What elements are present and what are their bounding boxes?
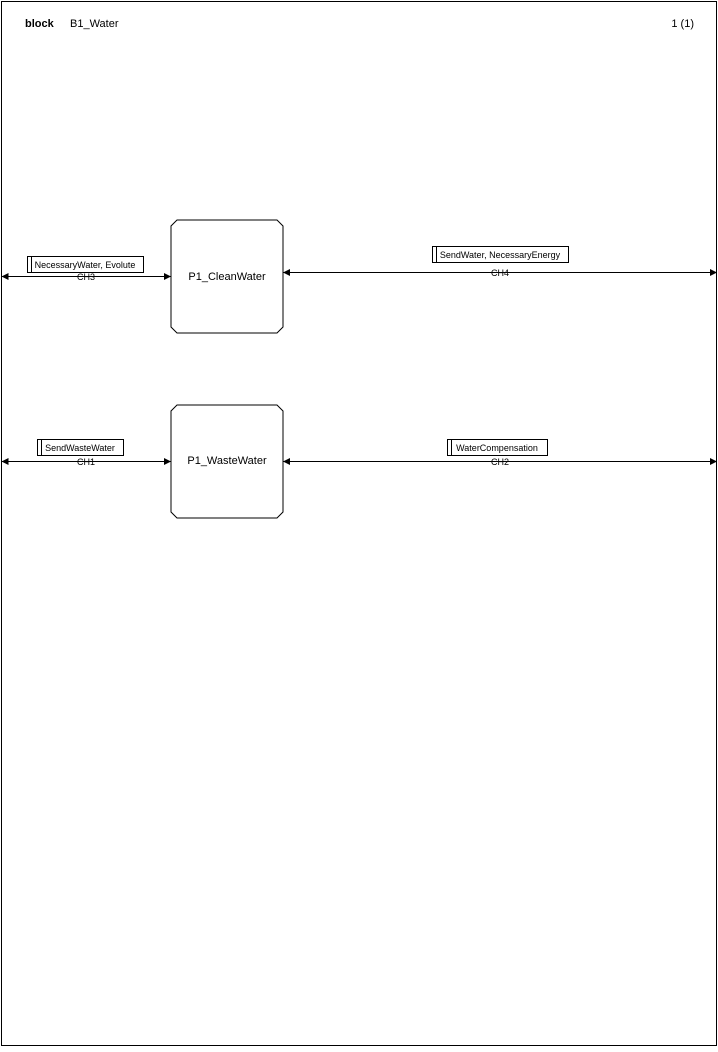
page-indicator: 1 (1) xyxy=(671,18,694,30)
channel-ch3[interactable]: NecessaryWater, Evolute CH3 xyxy=(1,256,172,283)
process-p1-cleanwater[interactable]: P1_CleanWater xyxy=(170,219,284,334)
channel-name: CH1 xyxy=(77,457,95,467)
process-p1-wastewater[interactable]: P1_WasteWater xyxy=(170,404,284,519)
signal-list-box xyxy=(432,246,569,263)
signal-list-box xyxy=(447,439,548,456)
block-keyword: block xyxy=(25,18,55,30)
signal-list-box xyxy=(27,256,144,273)
process-label: P1_WasteWater xyxy=(187,455,267,467)
signal-list-box xyxy=(37,439,124,456)
process-label: P1_CleanWater xyxy=(188,271,266,283)
channel-name: CH3 xyxy=(77,272,95,282)
channel-name: CH4 xyxy=(491,268,509,278)
channel-name: CH2 xyxy=(491,457,509,467)
process-shape xyxy=(170,404,284,519)
signal-list: WaterCompensation xyxy=(456,443,538,453)
signal-list: NecessaryWater, Evolute xyxy=(35,260,136,270)
block-name: B1_Water xyxy=(70,18,119,30)
channel-ch1[interactable]: SendWasteWater CH1 xyxy=(1,439,172,468)
signal-list: SendWater, NecessaryEnergy xyxy=(440,250,561,260)
channel-ch2[interactable]: WaterCompensation CH2 xyxy=(283,439,717,468)
signal-list: SendWasteWater xyxy=(45,443,115,453)
channel-ch4[interactable]: SendWater, NecessaryEnergy CH4 xyxy=(283,246,717,279)
process-shape xyxy=(170,219,284,334)
